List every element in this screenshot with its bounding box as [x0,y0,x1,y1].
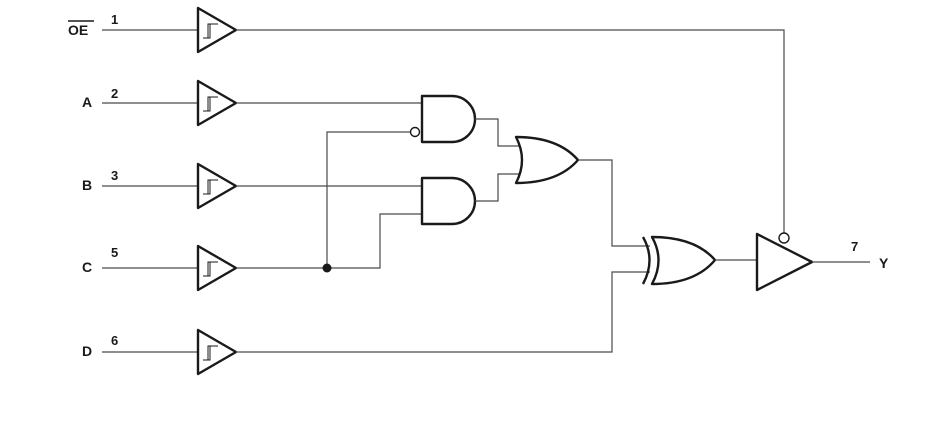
pin-number-y: 7 [851,239,858,254]
wire-oe-enable [236,29,785,233]
output-buffer [755,232,814,292]
schmitt-icon [203,96,218,112]
input-label-a: A [82,94,92,110]
pin-number-a: 2 [111,86,118,101]
pin-number-oe: 1 [111,12,118,27]
wire-and1-or [475,118,520,147]
pin-number-d: 6 [111,333,118,348]
xor-gate-curve [641,236,651,285]
wire-c-and2 [236,213,422,269]
wire-and2-or [475,173,520,202]
wire-c-and1-inverted [326,131,411,268]
input-label-b: B [82,177,92,193]
xor-gate [650,235,717,286]
input-label-oe: OE [68,22,88,38]
enable-bubble [778,232,790,244]
schmitt-icon [203,23,218,39]
schmitt-icon [203,179,218,195]
buffer-a [196,79,238,127]
and-gate-2 [420,176,477,226]
or-gate [514,135,580,185]
output-label-y: Y [879,255,889,271]
buffer-d [196,328,238,376]
and-gate-1 [420,94,477,144]
junction-dot [322,263,332,273]
inverter-bubble [409,126,421,138]
pin-number-b: 3 [111,168,118,183]
buffer-b [196,162,238,210]
buffer-oe [196,6,238,54]
wire-or-xor [578,159,650,247]
pin-number-c: 5 [111,245,118,260]
buffer-c [196,244,238,292]
wire-d-xor [236,271,650,353]
input-label-c: C [82,259,92,275]
schmitt-icon [203,261,218,277]
schmitt-icon [203,345,218,361]
input-label-d: D [82,343,92,359]
